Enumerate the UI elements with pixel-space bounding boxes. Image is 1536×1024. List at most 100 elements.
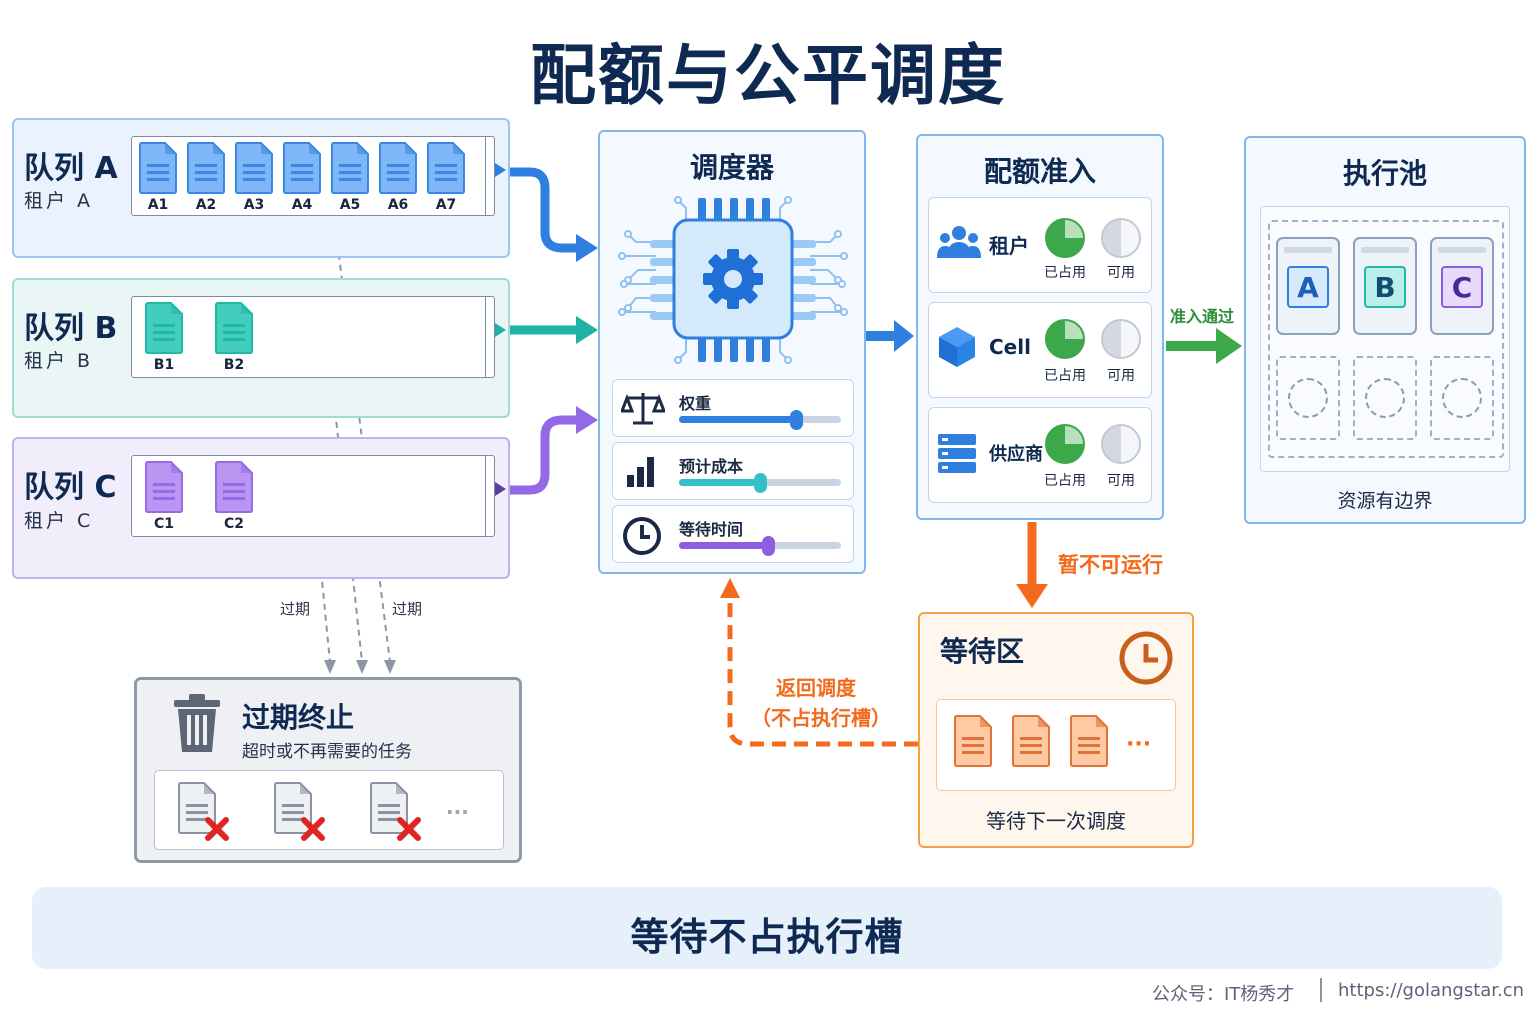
quota-row-tenant: 租户 已占用 可用 (928, 197, 1152, 293)
job-label: A3 (243, 197, 265, 213)
expired-title: 过期终止 (242, 701, 355, 734)
job-doc-icon (139, 142, 177, 194)
factor-cost-label: 预计成本 (679, 457, 744, 476)
queue-c-jobs: C1 C2 (131, 459, 491, 535)
job-label: A2 (195, 197, 217, 213)
scheduler-title: 调度器 (689, 151, 774, 184)
quota-row-cell-name: Cell (989, 335, 1031, 359)
expire-label-2: 过期 (392, 600, 423, 618)
quota-cell-free-pie (1101, 319, 1141, 359)
quota-row-tenant-name: 租户 (989, 234, 1029, 258)
quota-provider-used-label: 已占用 (1044, 473, 1086, 489)
clock-icon (1119, 631, 1173, 685)
queue-a-tenant: 租户 A (24, 190, 94, 212)
waiting-job-icon (954, 715, 992, 767)
slot-c-label: C (1441, 266, 1483, 308)
factor-wait-fill (679, 542, 769, 549)
waiting-job-icon (1070, 715, 1108, 767)
red-x-icon (301, 817, 325, 841)
quota-title: 配额准入 (983, 155, 1096, 188)
quota-tenant-used-pie (1045, 218, 1085, 258)
factor-weight-label: 权重 (679, 394, 712, 413)
blocked-label: 暂不可运行 (1058, 553, 1163, 577)
pool-title: 执行池 (1342, 157, 1427, 190)
job-doc-icon (235, 142, 273, 194)
slot-c: C (1430, 237, 1494, 335)
expired-more: ··· (446, 800, 469, 824)
queue-c-tenant: 租户 C (24, 510, 94, 532)
job-label: A4 (291, 197, 313, 213)
quota-provider-free-pie (1101, 424, 1141, 464)
waiting-title: 等待区 (940, 635, 1025, 668)
expired-subtitle: 超时或不再需要的任务 (242, 742, 412, 762)
job-label: A6 (387, 197, 409, 213)
quota-cell-used-label: 已占用 (1044, 368, 1086, 384)
quota-cell-used-pie (1045, 319, 1085, 359)
quota-cell-free-label: 可用 (1107, 368, 1135, 384)
footer-account: 公众号：IT杨秀才 (1152, 984, 1295, 1005)
job-label: B1 (153, 357, 175, 373)
job-doc-icon (331, 142, 369, 194)
quota-tenant-free-pie (1101, 218, 1141, 258)
job-label: C2 (223, 516, 244, 532)
quota-row-provider-name: 供应商 (989, 444, 1043, 465)
factor-weight: 权重 (612, 379, 854, 437)
queue-b-track (131, 296, 506, 378)
footer-url[interactable]: https://golangstar.cn (1338, 980, 1525, 1001)
empty-slot (1276, 356, 1340, 440)
trash-icon (174, 694, 220, 752)
slot-b-label: B (1364, 266, 1406, 308)
quota-row-cell: Cell 已占用 可用 (928, 302, 1152, 398)
job-doc-icon (187, 142, 225, 194)
clock-icon (623, 517, 661, 555)
empty-slot (1353, 356, 1417, 440)
job-label: C1 (153, 516, 174, 532)
job-label: B2 (223, 357, 245, 373)
queue-c-name: 队列 C (24, 470, 117, 505)
job-doc-icon (145, 302, 183, 354)
job-doc-icon (145, 461, 183, 513)
factor-cost-knob[interactable] (754, 473, 767, 493)
red-x-icon (397, 817, 421, 841)
factor-cost-fill (679, 479, 760, 486)
red-x-icon (205, 817, 229, 841)
quota-provider-used-pie (1045, 424, 1085, 464)
factor-weight-knob[interactable] (789, 410, 803, 430)
arrow-queue-a (510, 167, 578, 253)
quota-row-provider: 供应商 已占用 可用 (928, 407, 1152, 503)
factor-wait-label: 等待时间 (679, 520, 744, 539)
footer-divider (1320, 978, 1322, 1002)
expire-label-1: 过期 (280, 600, 311, 618)
return-label-1: 返回调度 (776, 676, 856, 700)
pool-footer: 资源有边界 (1337, 490, 1433, 512)
factor-wait-knob[interactable] (762, 536, 776, 556)
arrow-return (727, 596, 918, 747)
scale-icon (621, 393, 665, 425)
factor-wait: 等待时间 (612, 505, 854, 563)
page-title: 配额与公平调度 (530, 37, 1006, 114)
job-label: A1 (147, 197, 169, 213)
job-doc-icon (215, 461, 253, 513)
queue-b-tenant: 租户 B (24, 350, 94, 372)
factor-weight-fill (679, 416, 796, 423)
slot-a-label: A (1287, 266, 1329, 308)
job-doc-icon (427, 142, 465, 194)
job-label: A5 (339, 197, 361, 213)
cpu-gear-icon (618, 196, 848, 364)
admit-label: 准入通过 (1170, 307, 1235, 326)
job-doc-icon (215, 302, 253, 354)
slot-a: A (1276, 237, 1340, 335)
quota-provider-free-label: 可用 (1107, 473, 1135, 489)
bottom-banner (32, 887, 1502, 969)
factor-cost: 预计成本 (612, 442, 854, 500)
server-icon (938, 434, 976, 473)
queue-b-name: 队列 B (24, 311, 118, 346)
arrow-queue-c (510, 415, 578, 495)
cube-icon (939, 327, 975, 367)
queue-a-name: 队列 A (24, 151, 118, 186)
job-doc-icon (379, 142, 417, 194)
waiting-footer: 等待下一次调度 (986, 809, 1126, 833)
queue-c-track (131, 455, 506, 537)
